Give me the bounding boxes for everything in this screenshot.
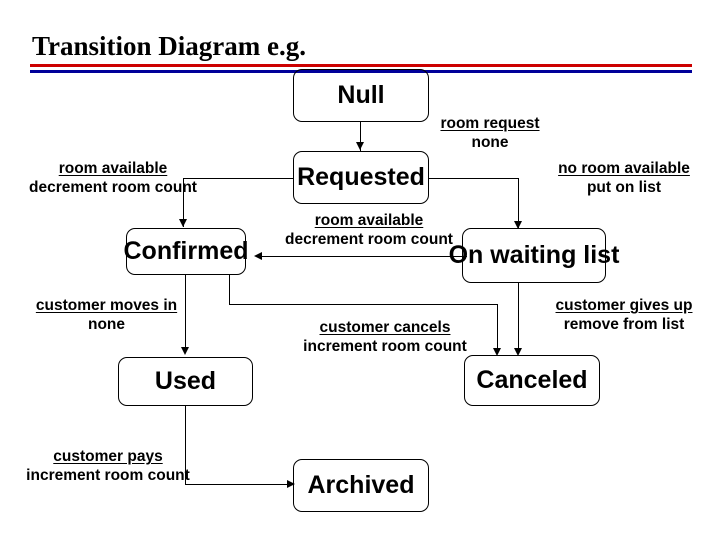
arrowhead-used-to-archived: [287, 480, 295, 488]
arrowhead-null-to-requested: [356, 142, 364, 150]
transition-event-confirmed-to-used: customer moves in: [35, 297, 178, 314]
state-node-null[interactable]: Null: [293, 69, 429, 122]
transition-event-null-to-requested: room request: [440, 115, 540, 132]
transition-event-waiting-to-canceled: customer gives up: [555, 297, 693, 314]
transition-event-requested-to-confirmed: room available: [58, 160, 168, 177]
connector-waiting-to-canceled: [518, 283, 520, 354]
transition-label-null-to-requested: room request none: [421, 114, 559, 152]
transition-label-waiting-to-canceled: customer gives up remove from list: [528, 296, 720, 334]
transition-action-null-to-requested: none: [471, 134, 509, 151]
transition-label-requested-to-waiting: no room available put on list: [533, 159, 715, 197]
state-node-confirmed[interactable]: Confirmed: [123, 228, 249, 275]
connector-requested-to-waiting-h: [429, 178, 519, 180]
transition-label-confirmed-to-canceled: customer cancels increment room count: [269, 318, 501, 356]
connector-requested-to-confirmed-v: [183, 178, 185, 227]
transition-action-requested-to-waiting: put on list: [586, 179, 662, 196]
transition-event-waiting-to-confirmed: room available: [314, 212, 424, 229]
title-rule-blue: [30, 70, 692, 73]
state-label-archived: Archived: [307, 471, 415, 499]
connector-null-to-requested: [360, 122, 362, 151]
state-label-null: Null: [337, 81, 385, 109]
transition-action-waiting-to-confirmed: decrement room count: [285, 231, 453, 248]
state-label-waiting: On waiting list: [448, 241, 620, 269]
page-title: Transition Diagram e.g.: [32, 31, 306, 61]
title-rule-red: [30, 64, 692, 67]
transition-label-requested-to-confirmed: room available decrement room count: [0, 159, 244, 197]
connector-requested-to-waiting-v: [518, 178, 520, 229]
transition-action-confirmed-to-canceled: increment room count: [303, 338, 467, 355]
transition-action-requested-to-confirmed: decrement room count: [29, 179, 197, 196]
arrowhead-requested-to-waiting: [514, 221, 522, 229]
state-node-waiting[interactable]: On waiting list: [449, 228, 619, 283]
arrowhead-waiting-to-canceled: [514, 348, 522, 356]
arrowhead-confirmed-to-canceled: [493, 348, 501, 356]
connector-confirmed-to-canceled-v1: [229, 275, 231, 305]
state-label-canceled: Canceled: [476, 366, 588, 394]
arrowhead-waiting-to-confirmed: [254, 252, 262, 260]
transition-label-confirmed-to-used: customer moves in none: [9, 296, 204, 334]
connector-confirmed-to-canceled-h: [229, 304, 498, 306]
transition-action-used-to-archived: increment room count: [26, 467, 190, 484]
state-node-used[interactable]: Used: [118, 357, 253, 406]
state-node-archived[interactable]: Archived: [293, 459, 429, 512]
transition-event-confirmed-to-canceled: customer cancels: [319, 319, 451, 336]
connector-confirmed-to-canceled-v2: [497, 304, 499, 354]
arrowhead-requested-to-confirmed: [179, 219, 187, 227]
state-node-requested[interactable]: Requested: [293, 151, 429, 204]
connector-used-to-archived-h: [185, 484, 289, 486]
state-label-requested: Requested: [297, 163, 425, 191]
state-label-used: Used: [154, 367, 217, 395]
state-label-confirmed: Confirmed: [123, 237, 249, 265]
transition-label-waiting-to-confirmed: room available decrement room count: [244, 211, 494, 249]
connector-waiting-to-confirmed: [262, 256, 467, 258]
arrowhead-confirmed-to-used: [181, 347, 189, 355]
transition-label-used-to-archived: customer pays increment room count: [0, 447, 228, 485]
connector-used-to-archived-v: [185, 406, 187, 485]
transition-event-requested-to-waiting: no room available: [558, 160, 690, 177]
connector-requested-to-confirmed-h: [183, 178, 293, 180]
transition-event-used-to-archived: customer pays: [53, 448, 163, 465]
transition-action-waiting-to-canceled: remove from list: [563, 316, 685, 333]
connector-confirmed-to-used: [185, 275, 187, 353]
transition-action-confirmed-to-used: none: [87, 316, 126, 333]
state-node-canceled[interactable]: Canceled: [464, 355, 600, 406]
